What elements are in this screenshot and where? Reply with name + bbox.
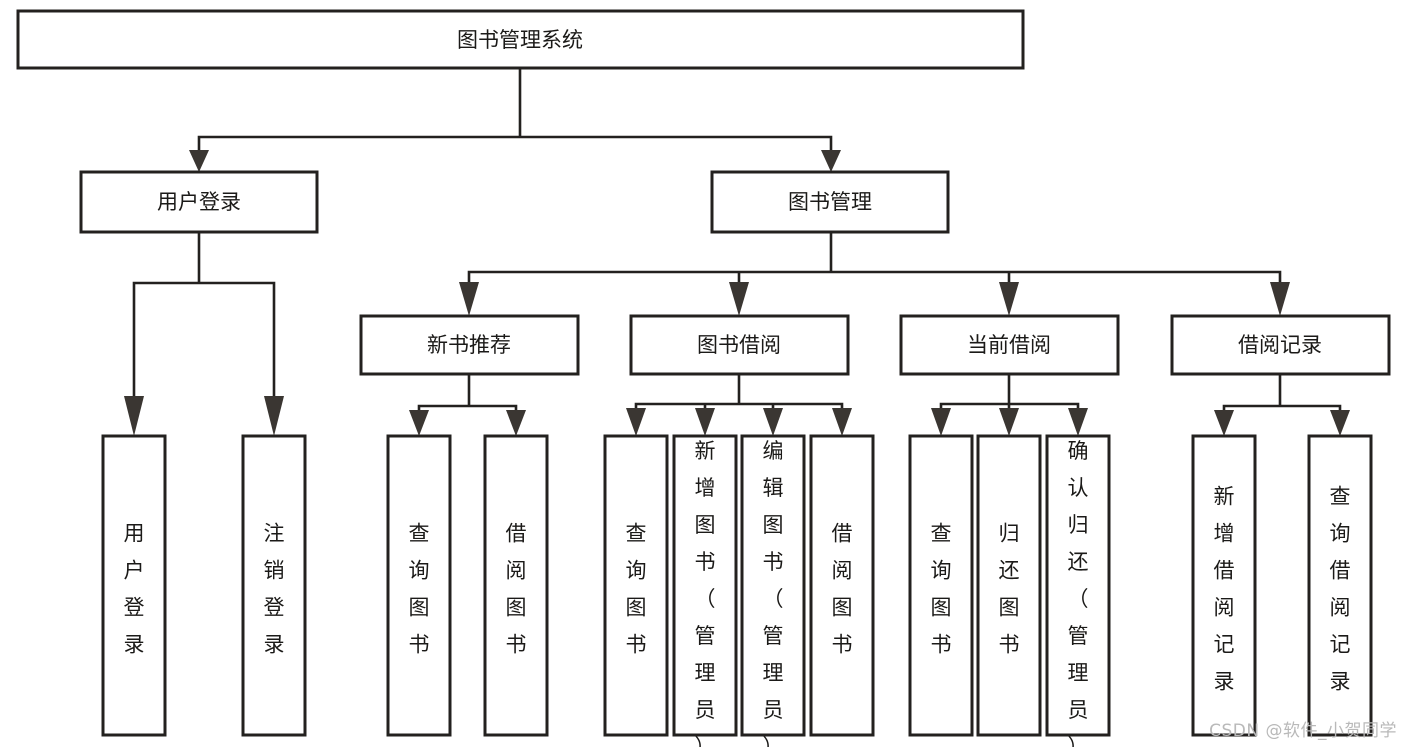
leaf-query-book-3-box[interactable] xyxy=(908,434,974,737)
connector-book-borrow-bus xyxy=(634,372,844,414)
leaf-user-login-box[interactable] xyxy=(101,434,167,737)
connector-book-manage-bus xyxy=(467,230,1282,288)
arrow-to-book-manage xyxy=(821,150,841,172)
node-leaf-query-book-1[interactable]: 查询图书 xyxy=(386,434,452,737)
book-borrow-box[interactable] xyxy=(629,314,850,376)
leaf-edit-book-label: 编辑图书（管理员） xyxy=(763,439,784,747)
node-borrow-record[interactable]: 借阅记录 xyxy=(1170,314,1391,376)
arrow-to-leaf-query-book-3 xyxy=(931,408,951,436)
arrow-to-leaf-query-record xyxy=(1330,410,1350,436)
arrow-to-leaf-query-book-1 xyxy=(409,410,429,436)
leaf-logout-box[interactable] xyxy=(241,434,307,737)
borrow-record-label: 借阅记录 xyxy=(1238,333,1322,357)
leaf-edit-book-box[interactable] xyxy=(740,434,806,737)
node-leaf-add-record[interactable]: 新增借阅记录 xyxy=(1191,434,1257,737)
book-manage-box[interactable] xyxy=(710,170,950,234)
connector-layer xyxy=(124,66,1350,436)
node-root[interactable]: 图书管理系统 xyxy=(16,9,1025,70)
user-login-box[interactable] xyxy=(79,170,319,234)
connector-root-bus xyxy=(197,66,833,156)
leaf-borrow-book-1-box[interactable] xyxy=(483,434,549,737)
arrow-to-current-borrow xyxy=(999,282,1019,316)
arrow-to-new-book-recommend xyxy=(459,282,479,316)
leaf-add-record-label: 新增借阅记录 xyxy=(1214,484,1235,693)
leaf-logout-label: 注销登录 xyxy=(264,521,285,656)
arrow-to-leaf-return-book xyxy=(999,408,1019,436)
arrow-to-leaf-borrow-book-1 xyxy=(506,410,526,436)
leaf-borrow-book-2-label: 借阅图书 xyxy=(832,521,853,656)
leaf-query-book-1-box[interactable] xyxy=(386,434,452,737)
arrow-to-user-login xyxy=(189,150,209,172)
arrow-to-book-borrow xyxy=(729,282,749,316)
book-manage-label: 图书管理 xyxy=(788,190,872,214)
leaf-query-record-box[interactable] xyxy=(1307,434,1373,737)
node-leaf-edit-book[interactable]: 编辑图书（管理员） xyxy=(740,434,806,747)
leaf-borrow-book-2-box[interactable] xyxy=(809,434,875,737)
user-login-label: 用户登录 xyxy=(157,190,241,214)
arrow-to-leaf-add-record xyxy=(1214,410,1234,436)
node-book-borrow[interactable]: 图书借阅 xyxy=(629,314,850,376)
arrow-to-leaf-borrow-book-2 xyxy=(832,408,852,436)
node-leaf-query-record[interactable]: 查询借阅记录 xyxy=(1307,434,1373,737)
leaf-query-record-label: 查询借阅记录 xyxy=(1330,484,1351,693)
node-new-book-recommend[interactable]: 新书推荐 xyxy=(359,314,580,376)
leaf-query-book-2-box[interactable] xyxy=(603,434,669,737)
leaf-add-book-label: 新增图书（管理员） xyxy=(695,439,716,747)
leaf-query-book-1-label: 查询图书 xyxy=(409,521,430,656)
connector-user-login-bus xyxy=(132,230,276,402)
leaf-add-book-box[interactable] xyxy=(672,434,738,737)
leaf-confirm-return-label: 确认归还（管理员） xyxy=(1068,439,1089,747)
arrow-to-leaf-logout xyxy=(264,396,284,436)
arrow-to-leaf-confirm-return xyxy=(1068,408,1088,436)
node-leaf-add-book[interactable]: 新增图书（管理员） xyxy=(672,434,738,747)
leaf-borrow-book-1-label: 借阅图书 xyxy=(506,521,527,656)
arrow-to-leaf-user-login xyxy=(124,396,144,436)
leaf-add-record-box[interactable] xyxy=(1191,434,1257,737)
node-leaf-user-login[interactable]: 用户登录 xyxy=(101,434,167,737)
connector-current-borrow-bus xyxy=(939,372,1080,414)
new-book-recommend-label: 新书推荐 xyxy=(427,333,511,357)
node-current-borrow[interactable]: 当前借阅 xyxy=(899,314,1120,376)
root-box[interactable] xyxy=(16,9,1025,70)
leaf-return-book-box[interactable] xyxy=(976,434,1042,737)
node-leaf-borrow-book-1[interactable]: 借阅图书 xyxy=(483,434,549,737)
arrow-to-leaf-query-book-2 xyxy=(626,408,646,436)
connector-borrow-record-bus xyxy=(1222,372,1342,416)
leaf-confirm-return-box[interactable] xyxy=(1045,434,1111,737)
node-leaf-confirm-return[interactable]: 确认归还（管理员） xyxy=(1045,434,1111,747)
new-book-recommend-box[interactable] xyxy=(359,314,580,376)
book-borrow-label: 图书借阅 xyxy=(697,333,781,357)
connector-new-book-recommend-bus xyxy=(417,372,518,416)
leaf-query-book-2-label: 查询图书 xyxy=(626,521,647,656)
node-leaf-logout[interactable]: 注销登录 xyxy=(241,434,307,737)
node-leaf-return-book[interactable]: 归还图书 xyxy=(976,434,1042,737)
current-borrow-label: 当前借阅 xyxy=(967,333,1051,357)
borrow-record-box[interactable] xyxy=(1170,314,1391,376)
leaf-return-book-label: 归还图书 xyxy=(999,521,1020,656)
node-user-login[interactable]: 用户登录 xyxy=(79,170,319,234)
arrow-to-leaf-add-book xyxy=(695,408,715,436)
node-leaf-query-book-2[interactable]: 查询图书 xyxy=(603,434,669,737)
leaf-user-login-label: 用户登录 xyxy=(124,521,145,656)
arrow-to-borrow-record xyxy=(1270,282,1290,316)
arrow-to-leaf-edit-book xyxy=(763,408,783,436)
node-book-manage[interactable]: 图书管理 xyxy=(710,170,950,234)
node-leaf-query-book-3[interactable]: 查询图书 xyxy=(908,434,974,737)
root-label: 图书管理系统 xyxy=(457,28,583,52)
node-leaf-borrow-book-2[interactable]: 借阅图书 xyxy=(809,434,875,737)
current-borrow-box[interactable] xyxy=(899,314,1120,376)
leaf-query-book-3-label: 查询图书 xyxy=(931,521,952,656)
